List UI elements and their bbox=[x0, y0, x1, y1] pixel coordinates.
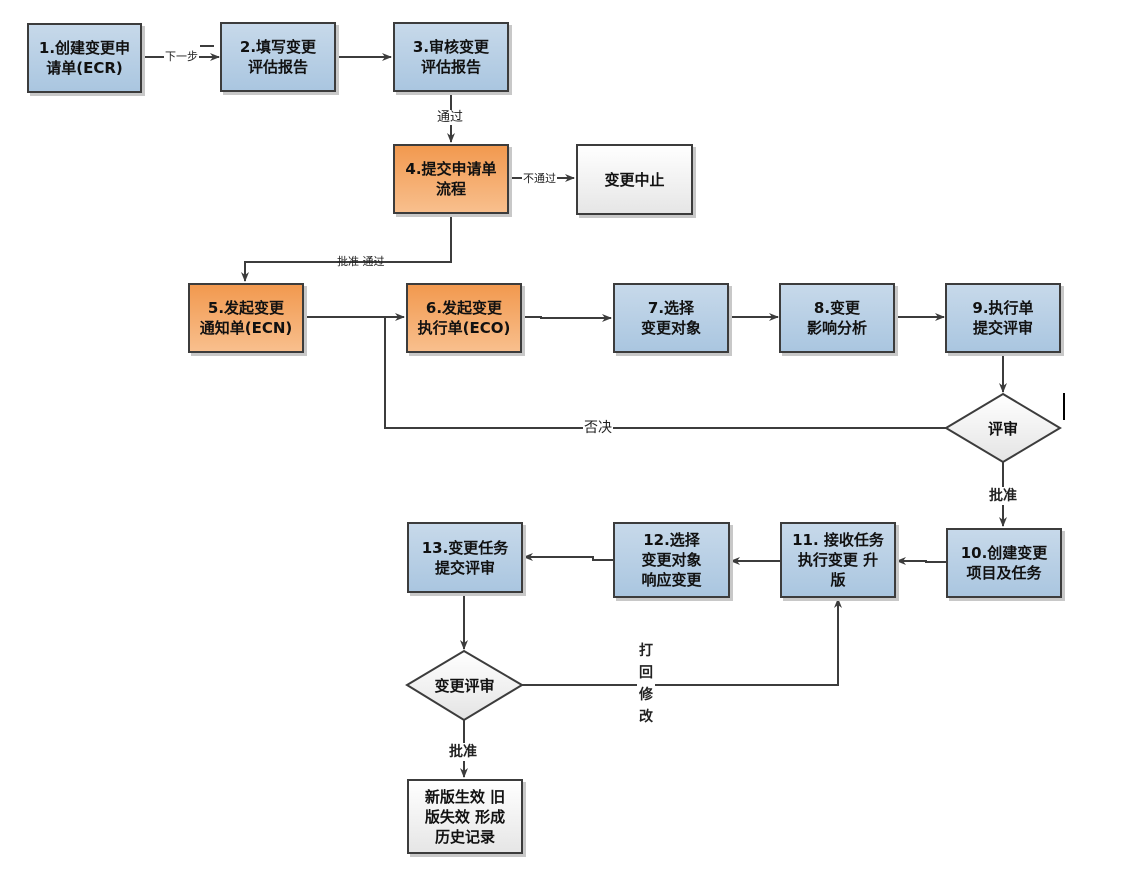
node-impact-analysis[interactable]: 8.变更 影响分析 bbox=[779, 283, 895, 353]
node-change-stopped[interactable]: 变更中止 bbox=[576, 144, 693, 215]
change-review-decision-shape[interactable] bbox=[405, 649, 524, 722]
edge-label-approve-1: 批准 bbox=[988, 487, 1018, 505]
node-submit-eco-review[interactable]: 9.执行单 提交评审 bbox=[945, 283, 1061, 353]
node-submit-request[interactable]: 4.提交申请单 流程 bbox=[393, 144, 509, 214]
node-submit-task-review[interactable]: 13.变更任务 提交评审 bbox=[407, 522, 523, 593]
node-select-objects[interactable]: 7.选择 变更对象 bbox=[613, 283, 729, 353]
edge-4-to-5 bbox=[241, 213, 452, 282]
edge-label-pass: 通过 bbox=[436, 110, 465, 125]
node-issue-ecn[interactable]: 5.发起变更 通知单(ECN) bbox=[188, 283, 304, 353]
edge-label-not-pass: 不通过 bbox=[522, 172, 557, 185]
node-receive-task[interactable]: 11. 接收任务 执行变更 升 版 bbox=[780, 522, 896, 598]
node-create-project-tasks[interactable]: 10.创建变更 项目及任务 bbox=[946, 528, 1062, 598]
node-new-version-effective[interactable]: 新版生效 旧 版失效 形成 历史记录 bbox=[407, 779, 523, 854]
edge-12-to-13 bbox=[523, 553, 613, 561]
node-create-ecr[interactable]: 1.创建变更申 请单(ECR) bbox=[27, 23, 142, 93]
text-cursor-mark bbox=[1063, 393, 1065, 420]
node-issue-eco[interactable]: 6.发起变更 执行单(ECO) bbox=[406, 283, 522, 353]
edge-review-reject bbox=[384, 317, 946, 429]
node-select-objects-respond[interactable]: 12.选择 变更对象 响应变更 bbox=[613, 522, 730, 598]
node-review-assessment[interactable]: 3.审核变更 评估报告 bbox=[393, 22, 509, 92]
edge-10-to-11 bbox=[896, 557, 946, 565]
edge-label-send-back: 打 回 修 改 bbox=[637, 640, 655, 728]
node-fill-assessment[interactable]: 2.填写变更 评估报告 bbox=[220, 22, 336, 92]
edge-label-next-step: 下一步 bbox=[164, 50, 199, 63]
edge-send-back-to-11 bbox=[522, 598, 842, 686]
review-decision-shape[interactable] bbox=[944, 392, 1062, 464]
edge-label-reject: 否决 bbox=[583, 419, 613, 437]
edge-label-approve-2: 批准 bbox=[448, 743, 478, 761]
edge-6-to-7 bbox=[521, 314, 612, 322]
edge-label-approved-pass: 批准 通过 bbox=[337, 255, 385, 268]
